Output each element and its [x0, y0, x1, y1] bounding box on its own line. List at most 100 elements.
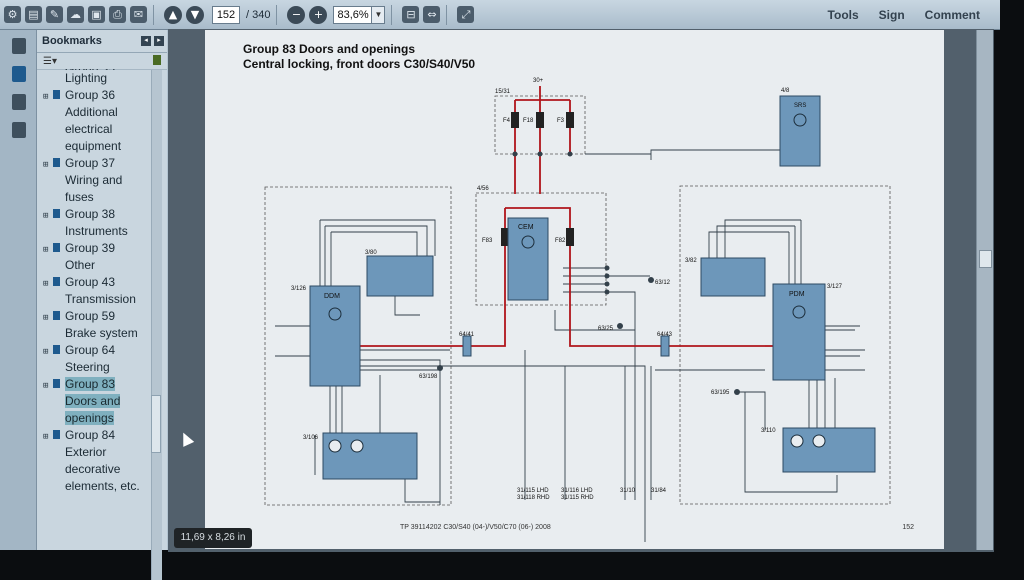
connector-63-195-label: 63/195 — [711, 390, 730, 396]
bookmark-item[interactable]: fuses — [37, 189, 151, 206]
bookmark-item[interactable]: openings — [37, 410, 151, 427]
expand-icon[interactable]: ⊞ — [43, 279, 49, 289]
bookmark-item[interactable]: Brake system — [37, 325, 151, 342]
bookmark-item[interactable]: ⊞ Group 38 — [37, 206, 151, 223]
bookmark-item[interactable]: ⊞ Group 64 — [37, 342, 151, 359]
bookmark-label: fuses — [65, 190, 94, 204]
expand-icon[interactable]: ⊞ — [43, 160, 49, 170]
zoom-out-icon[interactable]: − — [287, 5, 306, 24]
bookmark-scrollbar[interactable] — [151, 70, 162, 580]
edit-icon[interactable]: ✎ — [46, 6, 63, 23]
bookmark-label: Lighting — [65, 71, 108, 85]
fit-width-icon[interactable]: ⇔ — [423, 6, 441, 23]
bookmark-flag-icon — [53, 311, 60, 320]
bookmark-item[interactable]: equipment — [37, 138, 151, 155]
print-icon[interactable]: ⎙ — [109, 6, 126, 23]
mail-icon[interactable]: ✉ — [130, 6, 147, 23]
attachments-icon[interactable] — [12, 94, 26, 110]
zoom-in-icon[interactable]: + — [309, 5, 328, 24]
bookmarks-icon[interactable] — [12, 66, 26, 82]
open-file-icon[interactable]: ▤ — [25, 6, 42, 23]
bookmark-flag-icon — [53, 277, 60, 286]
expand-icon[interactable]: ⊞ — [43, 245, 49, 255]
cem-id-label: 4/56 — [477, 186, 489, 192]
layers-icon[interactable] — [12, 122, 26, 138]
bookmark-item[interactable]: electrical — [37, 121, 151, 138]
new-bookmark-icon[interactable] — [153, 55, 161, 65]
bookmark-label: Exterior — [65, 445, 107, 459]
bookmark-item[interactable]: ⊞ Group 43 — [37, 274, 151, 291]
bookmark-item[interactable]: Transmission — [37, 291, 151, 308]
bookmarks-header: Bookmarks ◂ ▸ — [37, 30, 167, 53]
bookmark-item[interactable]: Wiring and — [37, 172, 151, 189]
bookmark-item[interactable]: ⊞Group 37 — [37, 155, 151, 172]
comment-menu[interactable]: Comment — [924, 7, 980, 22]
left-motor-label: 3/106 — [303, 435, 319, 441]
expand-icon[interactable]: ⊞ — [43, 313, 49, 323]
expand-icon[interactable]: ⊞ — [43, 432, 49, 442]
bookmark-item[interactable]: Doors and — [37, 393, 151, 410]
expand-icon[interactable]: ⊞ — [43, 381, 49, 391]
cloud-icon[interactable]: ☁ — [67, 6, 84, 23]
fuses — [501, 112, 574, 246]
document-scroll-thumb[interactable] — [979, 250, 992, 268]
bookmark-item[interactable]: ⊞Group 36 — [37, 87, 151, 104]
page-number-input[interactable]: 152 — [212, 5, 240, 24]
bookmark-item[interactable]: Other — [37, 257, 151, 274]
motor-symbols — [328, 434, 826, 453]
ddm-id-label: 3/126 — [291, 286, 307, 292]
bookmark-label: Group 38 — [65, 207, 116, 221]
page-number-label: 152 — [902, 524, 914, 531]
srs-clock-icon — [793, 113, 807, 127]
collapse-panel-icon[interactable]: ◂ — [141, 36, 151, 46]
junctions — [437, 151, 740, 395]
options-icon[interactable]: ☰▾ — [43, 56, 57, 67]
settings-icon[interactable]: ⚙ — [4, 6, 21, 23]
zoom-dropdown-icon[interactable]: ▼ — [372, 5, 386, 24]
left-lock-unit — [366, 255, 434, 297]
bookmark-item[interactable]: ⊞Group 83 — [37, 376, 151, 393]
toolbar-menu: Tools Sign Comment — [828, 0, 1000, 29]
pdm-label: PDM — [789, 291, 805, 298]
expand-icon[interactable]: ⊞ — [43, 211, 49, 221]
bookmark-item[interactable]: Group 35 — [37, 69, 151, 70]
page-title-line1: Group 83 Doors and openings — [243, 42, 416, 56]
fuse-f82-label: F82 — [555, 238, 566, 244]
previous-page-icon[interactable]: ▲ — [164, 5, 182, 24]
bookmark-options-bar: ☰▾ — [37, 53, 167, 70]
bookmark-item[interactable]: Lighting — [37, 70, 151, 87]
bookmark-label: Group 64 — [65, 343, 116, 357]
bookmark-scroll-thumb[interactable] — [151, 395, 161, 453]
close-panel-icon[interactable]: ▸ — [154, 36, 164, 46]
page-thumbnails-icon[interactable] — [12, 38, 26, 54]
bookmark-item[interactable]: Exterior — [37, 444, 151, 461]
expand-icon[interactable]: ⊞ — [43, 92, 49, 102]
fit-page-icon[interactable]: ⊟ — [402, 6, 420, 23]
srs-label: SRS — [794, 103, 806, 109]
bookmark-item[interactable]: decorative — [37, 461, 151, 478]
tools-menu[interactable]: Tools — [827, 7, 859, 22]
bookmark-label: decorative — [65, 462, 121, 476]
bookmark-item[interactable]: ⊞Group 59 — [37, 308, 151, 325]
ddm-label: DDM — [324, 293, 340, 300]
bookmark-item[interactable]: Additional — [37, 104, 151, 121]
full-screen-icon[interactable]: ⤢ — [457, 6, 475, 23]
srs-module — [779, 95, 821, 167]
document-scrollbar[interactable] — [976, 30, 993, 550]
fuse-f3-label: F3 — [557, 118, 565, 124]
sign-menu[interactable]: Sign — [878, 7, 905, 22]
bookmark-item[interactable]: elements, etc. — [37, 478, 151, 495]
bookmark-label: Wiring and — [65, 173, 123, 187]
fuse-f18-label: F18 — [523, 118, 534, 124]
bookmark-item[interactable]: ⊞Group 84 — [37, 427, 151, 444]
bookmark-item[interactable]: ⊞Group 39 — [37, 240, 151, 257]
save-icon[interactable]: ▣ — [88, 6, 105, 23]
bookmark-label: Group 43 — [65, 275, 116, 289]
bookmark-label: elements, etc. — [65, 479, 140, 493]
zoom-input[interactable]: 83,6% — [333, 5, 373, 24]
bookmark-item[interactable]: Instruments — [37, 223, 151, 240]
next-page-icon[interactable]: ▼ — [186, 5, 204, 24]
expand-icon[interactable]: ⊞ — [43, 347, 49, 357]
bookmark-item[interactable]: Steering — [37, 359, 151, 376]
